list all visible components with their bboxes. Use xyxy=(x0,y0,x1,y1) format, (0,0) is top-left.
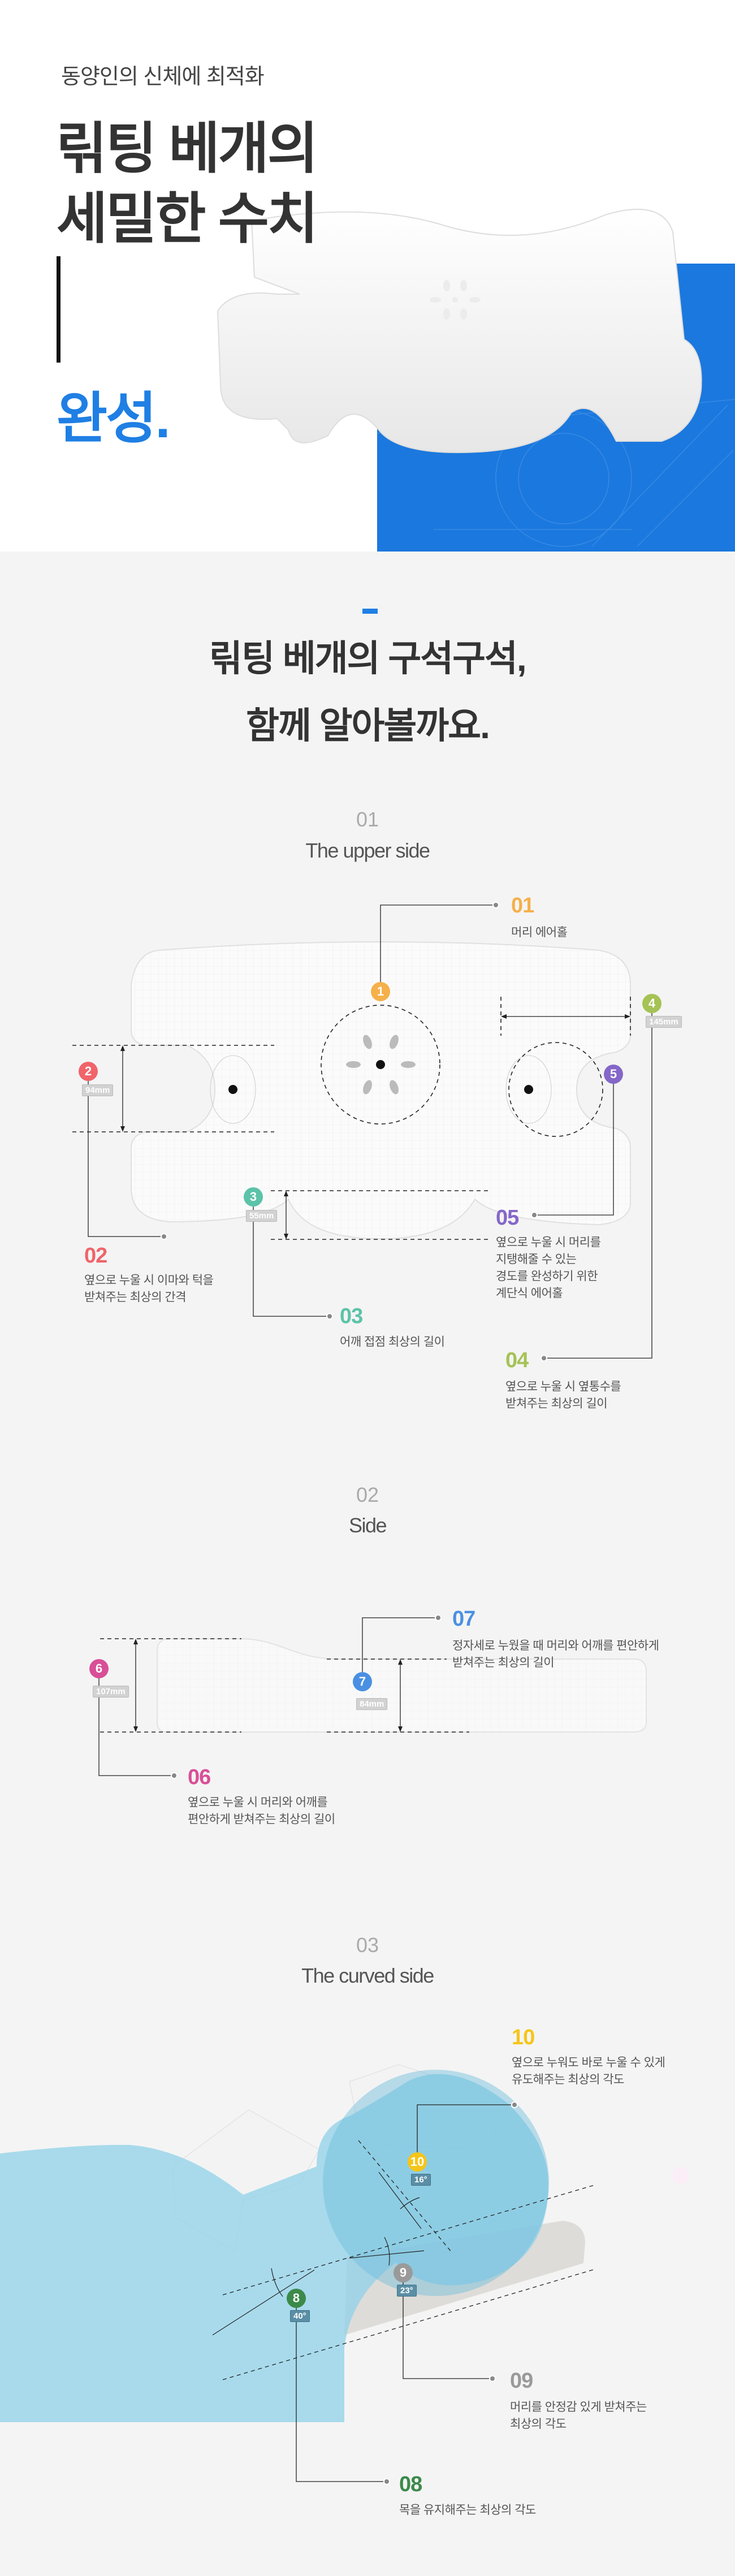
callout-number-06: 06 xyxy=(188,1765,211,1789)
callout-number-03: 03 xyxy=(340,1304,363,1328)
hero-subtitle: 동양인의 신체에 최적화 xyxy=(61,65,265,89)
marker-4: 4 xyxy=(642,994,662,1013)
callout-desc-01: 머리 에어홀 xyxy=(511,924,568,941)
marker-8: 8 xyxy=(287,2289,306,2308)
hero-accent-text: 완성. xyxy=(57,387,171,449)
desc-line: 옆으로 누울 시 머리와 어깨를 xyxy=(188,1796,328,1809)
hero-pillow-image xyxy=(217,209,702,454)
measure-badge-2: 94mm xyxy=(82,1084,114,1096)
callout-number-09: 09 xyxy=(510,2369,533,2393)
desc-line: 최상의 각도 xyxy=(510,2418,567,2431)
angle-badge-10: 16° xyxy=(411,2174,431,2186)
callout-desc-03: 어깨 접점 최상의 길이 xyxy=(340,1334,445,1351)
desc-line: 머리 에어홀 xyxy=(511,926,568,939)
callout-number-10: 10 xyxy=(512,2026,535,2049)
part-name: The upper side xyxy=(305,839,430,862)
hero-title-line1: 릮팅 베개의 xyxy=(57,117,318,179)
hero-title-line2: 세밀한 수치 xyxy=(57,187,318,249)
desc-line: 받쳐주는 최상의 길이 xyxy=(452,1656,555,1669)
callout-number-02: 02 xyxy=(84,1244,107,1268)
desc-line: 옆으로 누워도 바로 누울 수 있게 xyxy=(512,2056,665,2069)
marker-1: 1 xyxy=(371,982,390,1001)
desc-line: 목을 유지해주는 최상의 각도 xyxy=(399,2504,536,2517)
angle-badge-8: 40° xyxy=(290,2310,310,2322)
desc-line: 받쳐주는 최상의 간격 xyxy=(84,1291,187,1304)
desc-line: 지탱해줄 수 있는 xyxy=(496,1253,577,1266)
marker-3: 3 xyxy=(244,1187,263,1207)
section-title-line1: 릮팅 베개의 구석구석, xyxy=(209,638,526,679)
desc-line: 계단식 에어홀 xyxy=(496,1287,563,1300)
measure-badge-7: 84mm xyxy=(356,1698,388,1710)
part-number: 03 xyxy=(356,1933,379,1957)
callout-number-01: 01 xyxy=(511,894,534,917)
callout-number-05: 05 xyxy=(496,1206,519,1230)
hero-title: 릮팅 베개의 세밀한 수치 xyxy=(57,113,318,253)
marker-10: 10 xyxy=(408,2152,427,2172)
part-number: 02 xyxy=(356,1483,379,1506)
marker-2: 2 xyxy=(79,1062,98,1081)
part-name: The curved side xyxy=(301,1964,434,1987)
marker-9: 9 xyxy=(394,2263,413,2282)
desc-line: 경도를 완성하기 위한 xyxy=(496,1270,598,1283)
desc-line: 유도해주는 최상의 각도 xyxy=(512,2073,624,2086)
callout-number-08: 08 xyxy=(399,2472,422,2496)
desc-line: 받쳐주는 최상의 길이 xyxy=(505,1397,608,1410)
hero-divider-bar xyxy=(57,256,60,363)
desc-line: 옆으로 누울 시 머리를 xyxy=(496,1236,601,1249)
section-title-line2: 함께 알아볼까요. xyxy=(246,705,490,746)
side-pillow-render xyxy=(157,1638,647,1733)
marker-7: 7 xyxy=(353,1672,372,1691)
measure-badge-6: 107mm xyxy=(93,1686,129,1698)
part-number: 01 xyxy=(356,808,379,831)
desc-line: 머리를 안정감 있게 받쳐주는 xyxy=(510,2401,647,2414)
desc-line: 어깨 접점 최상의 길이 xyxy=(340,1336,445,1349)
section-accent-dash xyxy=(362,609,378,614)
measure-badge-3: 55mm xyxy=(246,1210,278,1222)
marker-6: 6 xyxy=(89,1659,109,1678)
desc-line: 옆으로 누울 시 옆통수를 xyxy=(505,1380,621,1393)
desc-line: 옆으로 누울 시 이마와 턱을 xyxy=(84,1274,214,1287)
curved-pillow-render xyxy=(0,2064,689,2422)
callout-number-07: 07 xyxy=(452,1607,475,1631)
measure-badge-4: 145mm xyxy=(646,1016,682,1028)
angle-badge-9: 23° xyxy=(397,2285,417,2297)
desc-line: 편안하게 받쳐주는 최상의 길이 xyxy=(188,1813,335,1826)
callout-desc-08: 목을 유지해주는 최상의 각도 xyxy=(399,2502,536,2519)
part-name: Side xyxy=(348,1514,387,1537)
hero-section: 동양인의 신체에 최적화 릮팅 베개의 세밀한 수치 완성. xyxy=(0,0,735,552)
callout-number-04: 04 xyxy=(505,1349,529,1372)
desc-line: 정자세로 누웠을 때 머리와 어깨를 편안하게 xyxy=(452,1639,659,1652)
marker-5: 5 xyxy=(604,1065,623,1084)
